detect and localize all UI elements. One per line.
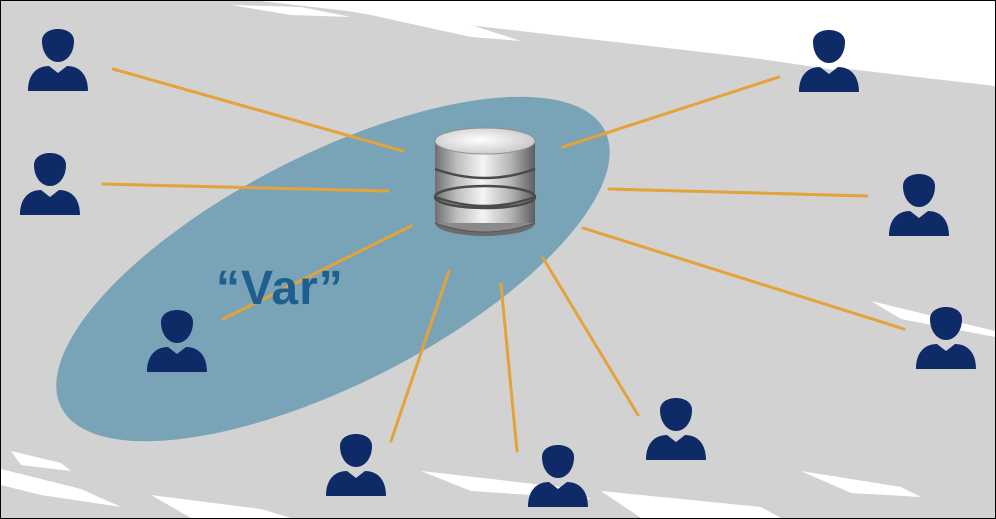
database-icon bbox=[433, 127, 537, 236]
background-streaks bbox=[1, 3, 995, 518]
connector-line bbox=[499, 282, 519, 453]
connector-line bbox=[607, 187, 869, 198]
connector-line bbox=[101, 182, 390, 193]
var-label: “Var” bbox=[216, 262, 344, 315]
connector-line bbox=[389, 269, 451, 443]
connector-line bbox=[221, 224, 413, 321]
connector-line bbox=[541, 256, 640, 417]
connector-line bbox=[581, 226, 906, 331]
connector-line bbox=[111, 67, 405, 153]
connector-line bbox=[561, 75, 781, 149]
connector-lines bbox=[101, 67, 906, 453]
